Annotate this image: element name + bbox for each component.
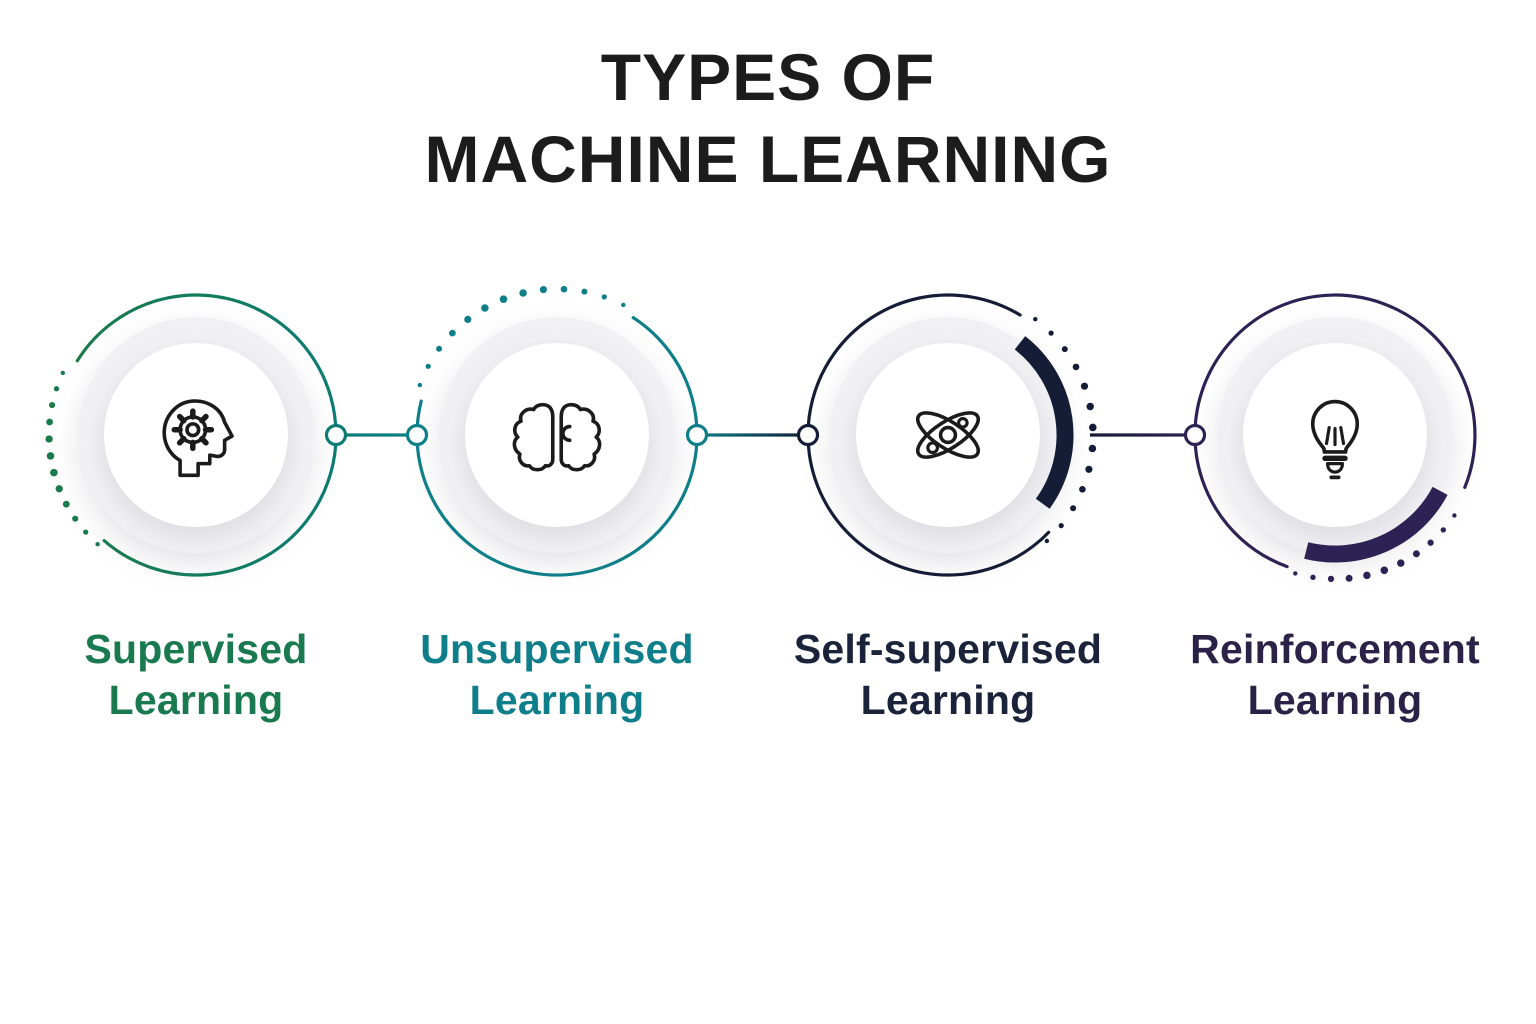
ring-solid-arc	[415, 316, 699, 577]
ring-dot	[1089, 423, 1097, 432]
ring-dot	[425, 363, 431, 369]
ring-dot	[464, 315, 472, 323]
ring-dot	[581, 288, 588, 295]
ring-solid-arc	[806, 293, 1051, 577]
connector-port	[685, 423, 709, 447]
ring-dot	[499, 295, 508, 304]
ring-dot	[1412, 550, 1420, 558]
connector-port	[796, 423, 820, 447]
ring-dot	[601, 294, 607, 300]
page-title: TYPES OF MACHINE LEARNING	[0, 36, 1536, 200]
ring-dot	[1380, 566, 1389, 575]
label-line: Supervised	[84, 626, 308, 672]
label-line: Reinforcement	[1190, 626, 1480, 672]
ring-dot	[1452, 513, 1457, 518]
ring-dot	[53, 386, 60, 392]
ring-dot	[417, 382, 422, 388]
node-label-unsupervised-learning: Unsupervised Learning	[420, 624, 694, 726]
ring-dot	[539, 286, 547, 294]
ring-dot	[60, 370, 65, 376]
label-line: Self-supervised	[793, 626, 1103, 672]
ring-dot	[1293, 571, 1298, 576]
bulb-icon	[1310, 399, 1360, 480]
brain-icon	[512, 402, 602, 472]
node-label-self-supervised-learning: Self-supervised Learning	[794, 624, 1102, 726]
ring-dot	[1440, 527, 1446, 533]
connector-port	[405, 423, 429, 447]
ring-dot	[95, 542, 100, 547]
ring-dot	[45, 435, 53, 443]
ring-dot	[1061, 346, 1068, 353]
label-line: Learning	[860, 677, 1036, 723]
head-gear-icon	[162, 399, 234, 478]
ring-solid-arc	[75, 293, 338, 577]
ring-dot	[560, 285, 568, 293]
ring-dot	[83, 529, 89, 535]
ring-dot	[481, 304, 489, 312]
ring-dot	[1070, 505, 1077, 512]
ring-dot	[46, 418, 54, 426]
ring-dot	[1033, 317, 1038, 322]
node-unsupervised-learning	[405, 285, 709, 577]
connector-port	[324, 423, 348, 447]
ring-dot	[1085, 465, 1093, 473]
ring-dot	[1058, 522, 1064, 529]
ring-solid-arc	[1193, 293, 1477, 569]
ring-dot	[1427, 539, 1434, 546]
label-line: Learning	[1247, 677, 1423, 723]
ring-dot	[621, 302, 626, 308]
node-label-reinforcement-learning: Reinforcement Learning	[1190, 624, 1480, 726]
node-reinforcement-learning	[1183, 293, 1477, 583]
node-supervised-learning	[45, 293, 348, 577]
ring-dot	[1327, 575, 1335, 583]
title-line-1: TYPES OF	[600, 40, 936, 114]
ring-dot	[519, 289, 527, 297]
ring-dot	[449, 329, 456, 337]
ring-dot	[55, 485, 63, 493]
ring-dot	[72, 515, 79, 522]
ring-dot	[1048, 330, 1054, 336]
ring-dot	[62, 500, 70, 508]
node-label-supervised-learning: Supervised Learning	[84, 624, 307, 726]
ring-thick-arc	[1304, 486, 1448, 563]
ring-dot	[1345, 574, 1353, 582]
ring-dot	[1397, 559, 1405, 567]
label-line: Unsupervised	[420, 626, 694, 672]
ring-dot	[46, 452, 55, 460]
label-line: Learning	[469, 677, 645, 723]
ring-dot	[49, 402, 56, 409]
connector-port	[1183, 423, 1207, 447]
node-self-supervised-learning	[796, 293, 1097, 577]
ring-dot	[1088, 444, 1097, 453]
ring-dot	[1072, 363, 1080, 371]
ring-dot	[1086, 402, 1094, 411]
ring-dot	[436, 345, 443, 352]
ring-dot	[1044, 538, 1050, 544]
label-line: Learning	[108, 677, 284, 723]
ring-dot	[50, 468, 58, 477]
node-disc-inner	[465, 343, 649, 527]
atom-icon	[915, 411, 981, 459]
title-line-2: MACHINE LEARNING	[424, 122, 1112, 196]
ring-dot	[1363, 571, 1371, 580]
ring-dot	[1310, 574, 1316, 580]
ring-dot	[1079, 485, 1086, 493]
ring-dot	[1080, 382, 1089, 390]
ring-thick-arc	[1014, 336, 1074, 509]
